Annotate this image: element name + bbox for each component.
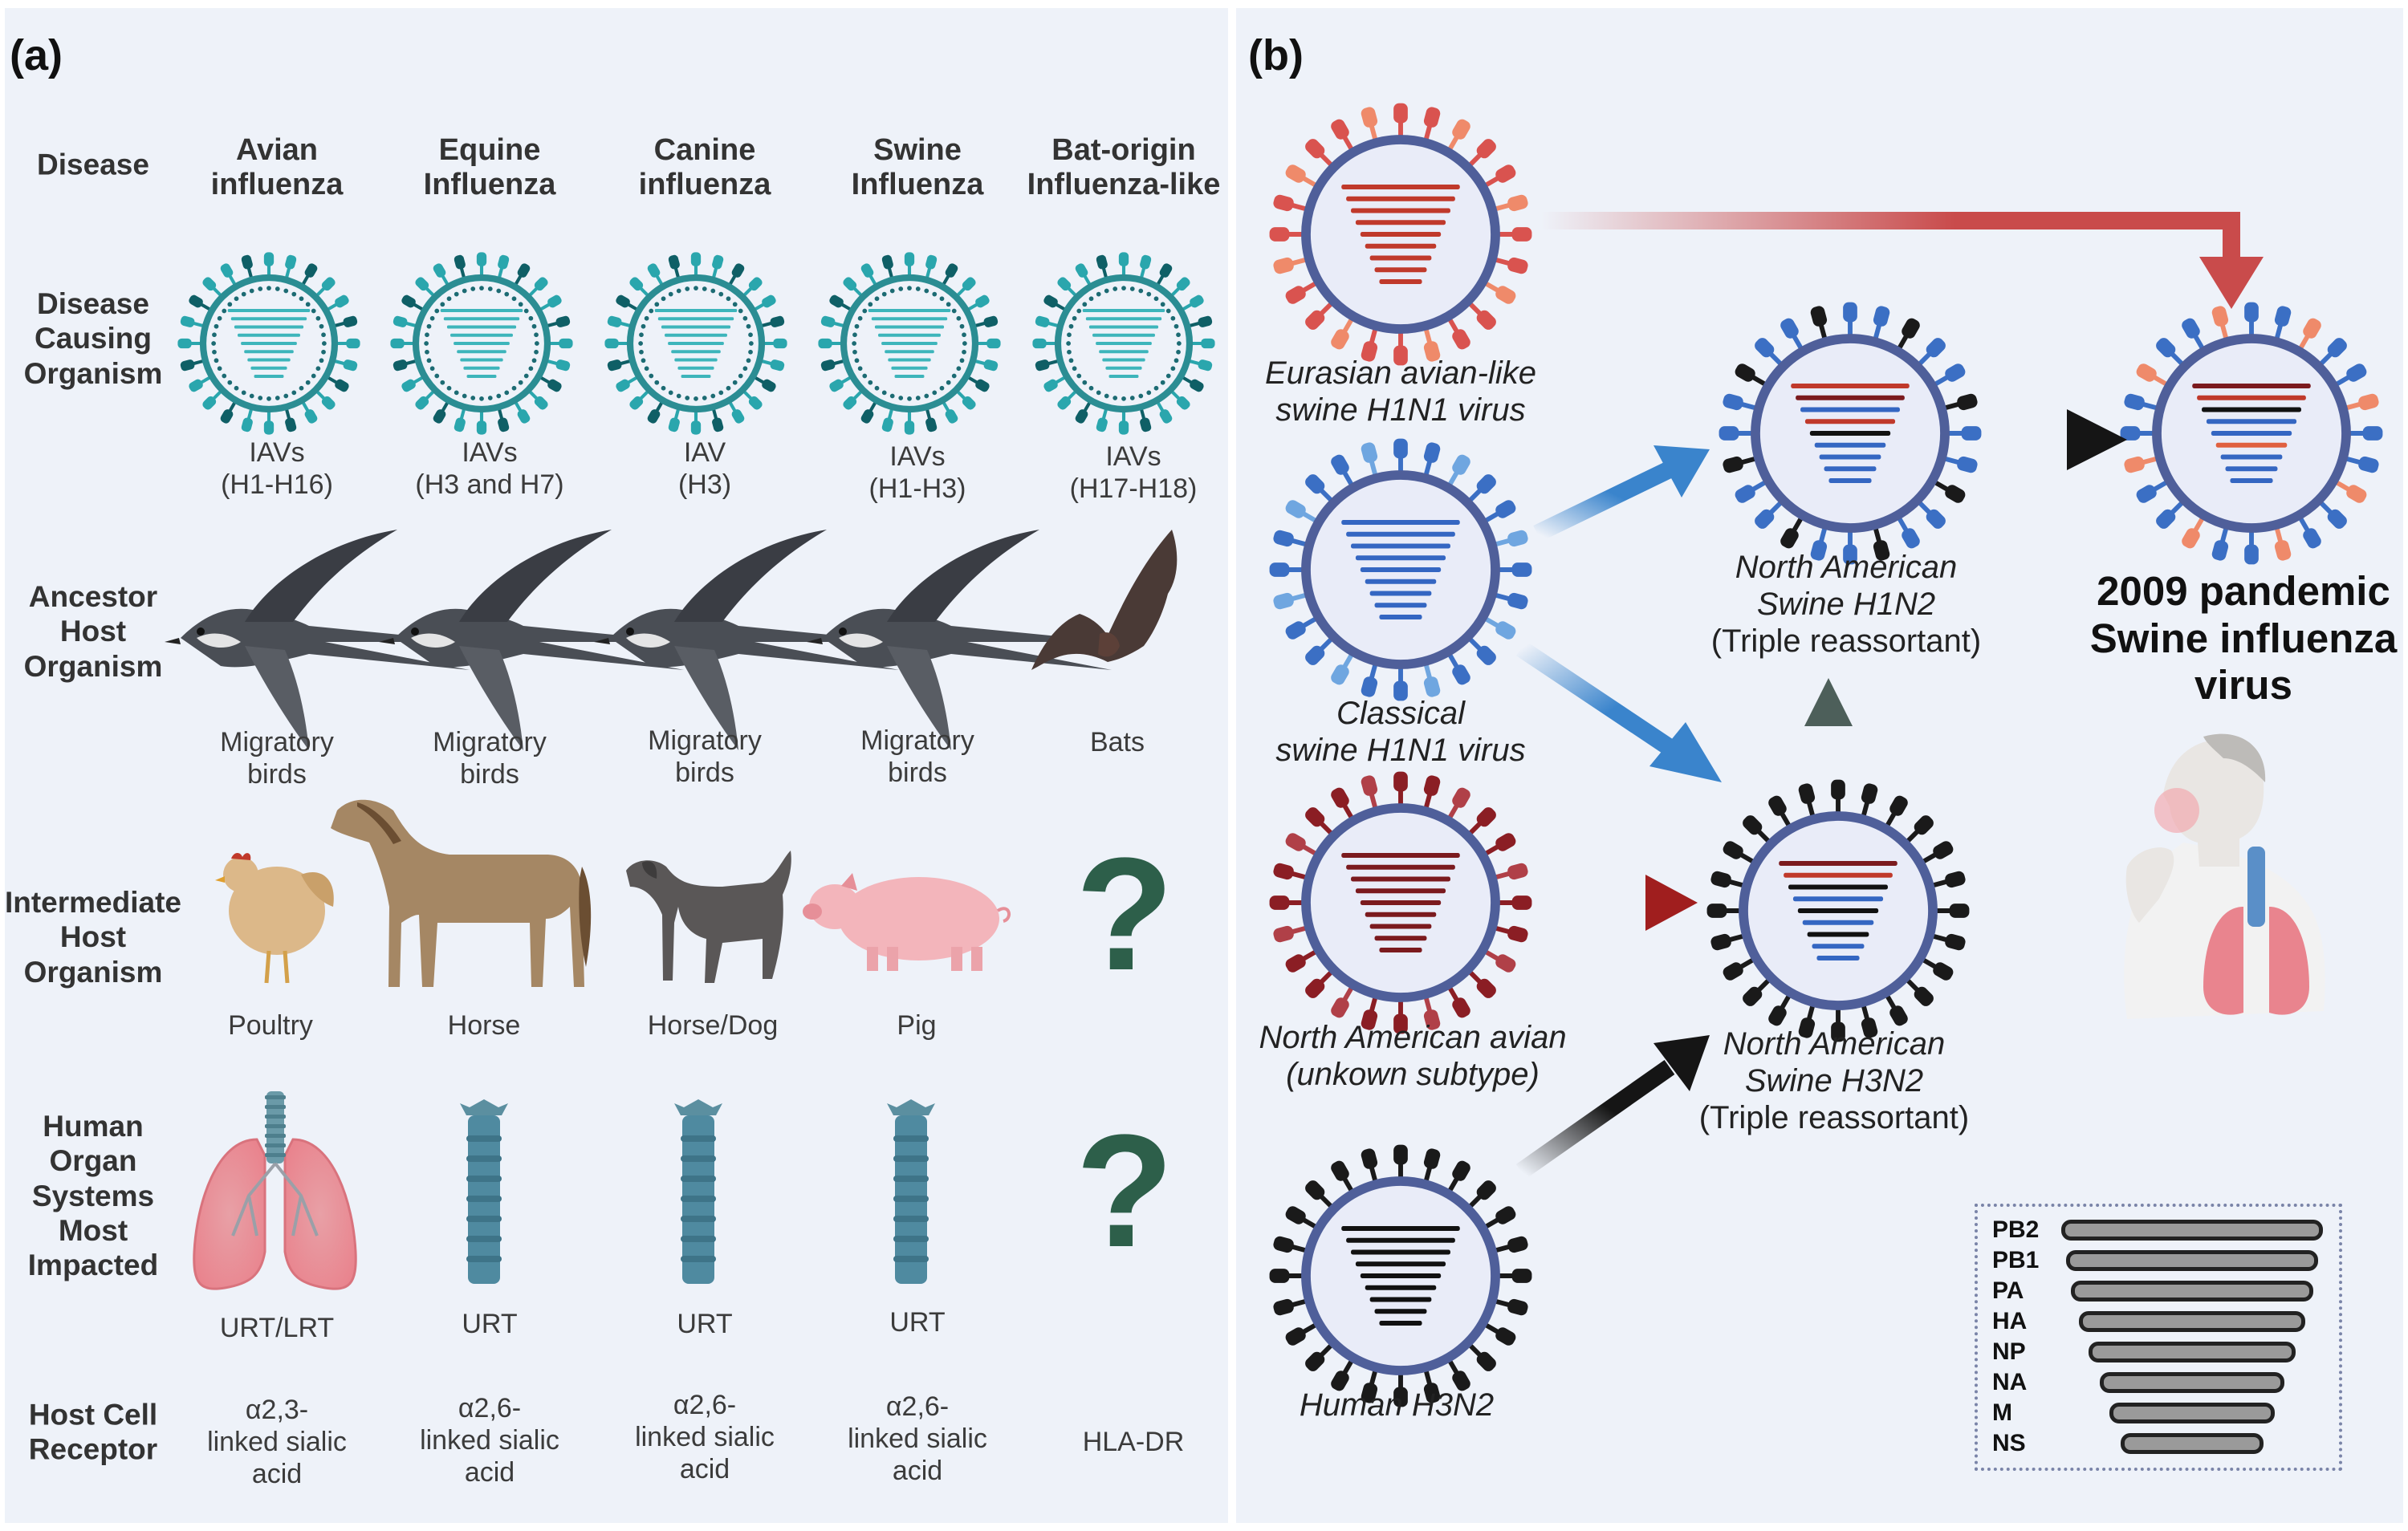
pig-icon: [803, 873, 1011, 971]
organism-label-swine: IAVs (H1-H3): [868, 441, 966, 504]
virus-icon-0: [177, 252, 360, 435]
lungs-icon: [193, 1091, 357, 1290]
row-label-organs: Human Organ Systems Most Impacted: [27, 1109, 159, 1281]
virus-icon-4: [1032, 252, 1215, 435]
column-header-avian: Avian influenza: [210, 133, 344, 201]
intermediate-label-horse-dog: Horse/Dog: [647, 1010, 779, 1041]
label-na-swine-h3n2: North American Swine H3N2 (Triple reasso…: [1674, 1025, 1995, 1136]
chicken-icon: [215, 853, 334, 984]
label-2009-pandemic: 2009 pandemic Swine influenza virus: [2089, 568, 2398, 709]
label-classical-h1n1: Classical swine H1N1 virus: [1275, 696, 1526, 768]
gene-segment-legend: [1975, 1204, 2342, 1471]
organism-label-avian: IAVs (H1-H16): [221, 437, 333, 500]
legend-bar-ns: [2121, 1433, 2264, 1454]
ancestor-label-swine: Migratory birds: [860, 725, 974, 788]
arrow-icon-human-to-h3n2: [1515, 1035, 1710, 1180]
na-swine-h1n2-note: (Triple reassortant): [1710, 623, 1982, 659]
virus-icon-eurasian: [1269, 103, 1532, 366]
virus-icon-2: [604, 252, 787, 435]
row-label-intermediate: Intermediate Host Organism: [4, 886, 181, 989]
virus-icon-human-h3n2: [1269, 1144, 1532, 1407]
label-eurasian-h1n1: Eurasian avian-like swine H1N1 virus: [1265, 355, 1536, 428]
question-icon-organ: ?: [1076, 1102, 1174, 1281]
row-label-organism: Disease Causing Organism: [23, 287, 163, 390]
virus-icon-1: [390, 252, 573, 435]
virus-icon-3: [818, 252, 1001, 435]
panel-a-label: (a): [10, 31, 63, 79]
na-swine-h1n2-name: North American Swine H1N2: [1735, 550, 1958, 622]
legend-label-ha: HA: [1992, 1308, 2028, 1334]
column-header-equine: Equine Influenza: [423, 133, 556, 201]
legend-bar-ha: [2079, 1311, 2305, 1332]
ancestor-label-avian: Migratory birds: [220, 727, 334, 790]
arrow-icon-eurasian-to-2009: [1541, 212, 2264, 309]
panel-b-label: (b): [1248, 31, 1304, 79]
legend-label-pa: PA: [1992, 1277, 2024, 1304]
organ-label-equine: URT: [462, 1309, 518, 1339]
column-header-bat: Bat-origin Influenza-like: [1027, 133, 1221, 201]
trachea-icon-0: [460, 1099, 508, 1284]
horse-icon: [331, 799, 592, 987]
organism-label-bat: IAVs (H17-H18): [1069, 441, 1198, 504]
na-swine-h3n2-name: North American Swine H3N2: [1723, 1026, 1946, 1099]
intermediate-label-horse: Horse: [447, 1010, 521, 1041]
dog-icon: [626, 851, 791, 983]
na-swine-h3n2-note: (Triple reassortant): [1698, 1100, 1970, 1135]
question-icon-intermediate: ?: [1076, 825, 1174, 1004]
organ-label-swine: URT: [889, 1307, 946, 1338]
legend-bar-m: [2109, 1403, 2275, 1423]
legend-label-na: NA: [1992, 1369, 2028, 1395]
intermediate-label-poultry: Poultry: [228, 1010, 313, 1041]
label-human-h3n2: Human H3N2: [1299, 1387, 1495, 1423]
virus-icon-na-h3n2: [1706, 779, 1970, 1042]
virus-icon-classical: [1269, 438, 1532, 701]
intermediate-label-pig: Pig: [897, 1010, 937, 1041]
human-coughing-icon: [2124, 733, 2325, 1019]
receptor-label-canine: α2,6- linked sialic acid: [635, 1390, 775, 1484]
trachea-icon-1: [674, 1099, 722, 1284]
receptor-label-swine: α2,6- linked sialic acid: [848, 1391, 987, 1486]
arrow-icon-avian-to-h3n2: [1521, 875, 1698, 931]
arrow-icon-h3n2-to-h1n2: [1804, 678, 1853, 766]
legend-bar-na: [2100, 1372, 2284, 1393]
ancestor-label-bat: Bats: [1089, 727, 1145, 757]
trachea-icon-2: [887, 1099, 935, 1284]
column-header-swine: Swine Influenza: [851, 133, 984, 201]
row-label-receptor: Host Cell Receptor: [28, 1398, 158, 1466]
bat-icon: [1031, 530, 1178, 670]
virus-icon-2009: [2120, 302, 2383, 565]
label-na-swine-h1n2: North American Swine H1N2 (Triple reasso…: [1686, 549, 2007, 660]
legend-bar-pa: [2071, 1281, 2313, 1302]
legend-label-np: NP: [1992, 1338, 2026, 1365]
virus-icon-na-avian: [1269, 771, 1532, 1034]
legend-bar-pb1: [2066, 1250, 2318, 1271]
organism-label-equine: IAVs (H3 and H7): [415, 437, 564, 500]
legend-label-pb2: PB2: [1992, 1216, 2040, 1243]
label-na-avian: North American avian (unkown subtype): [1259, 1020, 1567, 1092]
virus-icon-na-h1n2: [1719, 302, 1982, 565]
receptor-label-equine: α2,6- linked sialic acid: [420, 1393, 559, 1488]
receptor-label-bat: HLA-DR: [1082, 1427, 1185, 1457]
legend-label-pb1: PB1: [1992, 1247, 2040, 1273]
legend-bar-pb2: [2061, 1220, 2323, 1241]
legend-label-ns: NS: [1992, 1430, 2026, 1456]
row-label-disease: Disease: [37, 148, 149, 181]
organ-label-avian: URT/LRT: [219, 1313, 335, 1343]
organ-label-canine: URT: [677, 1309, 733, 1339]
organism-label-canine: IAV (H3): [677, 437, 732, 500]
arrow-icon-h1n2-to-2009: [1959, 409, 2127, 470]
arrow-icon-classical-to-h3n2: [1515, 640, 1722, 782]
column-header-canine: Canine influenza: [638, 133, 771, 201]
legend-label-m: M: [1992, 1399, 2012, 1426]
ancestor-label-canine: Migratory birds: [648, 725, 762, 788]
receptor-label-avian: α2,3- linked sialic acid: [207, 1395, 347, 1489]
arrow-icon-classical-to-h1n2: [1533, 445, 1710, 542]
row-label-ancestor: Ancestor Host Organism: [23, 580, 163, 683]
ancestor-label-equine: Migratory birds: [433, 727, 547, 790]
legend-bar-np: [2089, 1342, 2296, 1362]
